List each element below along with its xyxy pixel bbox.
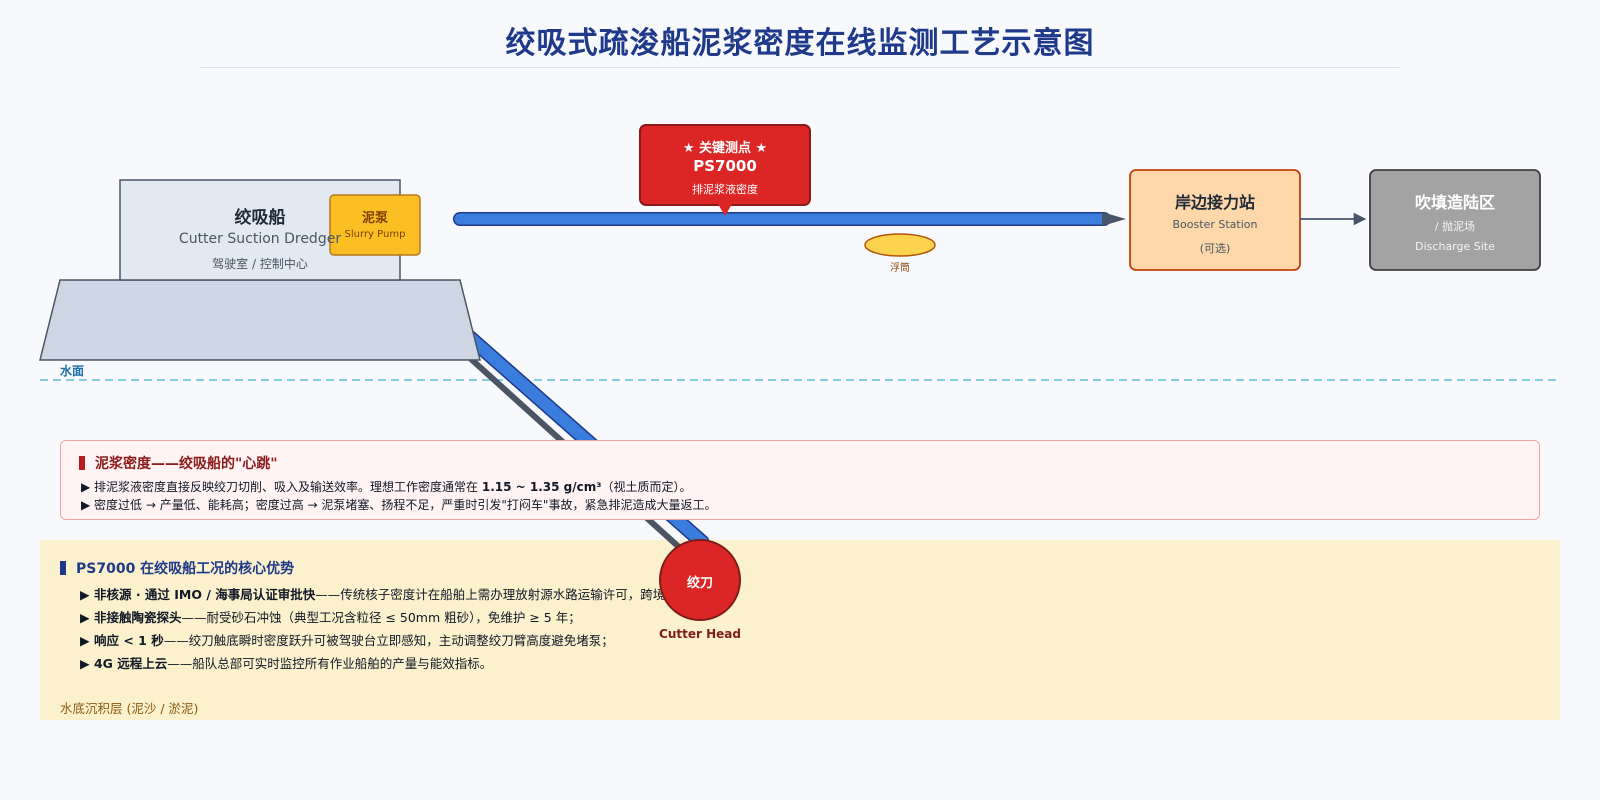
density-line-2: ▶ 密度过低 → 产量低、能耗高；密度过高 → 泥泵堵塞、扬程不足，严重时引发"… [81,498,717,512]
seabed-region: PS7000 在绞吸船工况的核心优势 ▶ 非核源 · 通过 IMO / 海事局认… [40,540,1560,720]
callout-tag: ★ 关键测点 ★ [682,141,768,156]
callout-desc: 排泥浆液密度 [692,183,758,196]
advantages-heading: PS7000 在绞吸船工况的核心优势 [60,558,294,578]
cutter-head [659,539,741,621]
advantage-item-text: ——耐受砂石冲蚀（典型工况含粒径 ≤ 50mm 粗砂），免维护 ≥ 5 年； [181,610,581,625]
slurry-pump-box [329,194,421,256]
dredger-name-cn: 绞吸船 [234,208,286,228]
callout-pointer [718,204,732,216]
discharge-site-box [1369,169,1541,271]
callout-model: PS7000 [693,157,757,175]
advantage-item: ▶ 4G 远程上云——船队总部可实时监控所有作业船舶的产量与能效指标。 [80,653,492,672]
booster-note: (可选) [1199,242,1231,255]
pump-name-en: Slurry Pump [344,229,406,240]
pipe-arrowhead [1102,212,1126,226]
dredger-hull [39,279,481,361]
seabed-label: 水底沉积层 (泥沙 / 淤泥) [60,701,199,716]
booster-name-en: Booster Station [1172,218,1258,231]
booster-name-cn: 岸边接力站 [1174,193,1255,212]
density-line-1-post: （视土质而定）。 [601,480,692,494]
density-range: 1.15 ~ 1.35 g/cm³ [481,480,602,494]
advantage-item: ▶ 非核源 · 通过 IMO / 海事局认证审批快——传统核子密度计在船舶上需办… [80,584,728,603]
discharge-name-en: Discharge Site [1415,240,1495,253]
discharge-note: / 抛泥场 [1434,220,1476,233]
density-heading-text: 泥浆密度——绞吸船的"心跳" [95,456,278,472]
booster-station-box [1129,169,1301,271]
cutter-name-en: Cutter Head [659,627,741,641]
cutter-name-cn: 绞刀 [686,576,713,591]
advantage-item-bold: ▶ 非接触陶瓷探头 [80,610,182,625]
density-panel: 泥浆密度——绞吸船的"心跳" ▶ 排泥浆液密度直接反映绞刀切削、吸入及输送效率。… [60,440,1540,520]
advantage-item-text: ——船队总部可实时监控所有作业船舶的产量与能效指标。 [167,656,493,671]
advantage-item-text: ——传统核子密度计在船舶上需办理放射源水路运输许可，跨境作业繁琐； [315,587,728,602]
advantages-heading-text: PS7000 在绞吸船工况的核心优势 [76,561,295,577]
advantage-item-bold: ▶ 非核源 · 通过 IMO / 海事局认证审批快 [80,587,316,602]
float-label: 浮筒 [890,263,910,274]
water-surface-label: 水面 [60,364,85,378]
advantage-item: ▶ 非接触陶瓷探头——耐受砂石冲蚀（典型工况含粒径 ≤ 50mm 粗砂），免维护… [80,607,581,626]
cabin-note: 驾驶室 / 控制中心 [212,257,308,271]
heading-bar [79,456,85,470]
discharge-name-cn: 吹填造陆区 [1414,193,1495,212]
density-line-1: ▶ 排泥浆液密度直接反映绞刀切削、吸入及输送效率。理想工作密度通常在 1.15 … [81,478,692,495]
density-line-1-pre: ▶ 排泥浆液密度直接反映绞刀切削、吸入及输送效率。理想工作密度通常在 [81,480,482,494]
advantage-item-text: ——绞刀触底瞬时密度跃升可被驾驶台立即感知，主动调整绞刀臂高度避免堵泵； [163,633,614,648]
heading-bar [60,561,66,575]
advantage-item-bold: ▶ 4G 远程上云 [80,656,168,671]
dredger-name-en: Cutter Suction Dredger [178,231,342,247]
pipe-float [864,233,936,257]
title-divider [200,67,1400,68]
advantage-item-bold: ▶ 响应 < 1 秒 [80,633,164,648]
page-title: 绞吸式疏浚船泥浆密度在线监测工艺示意图 [505,26,1095,61]
advantage-item: ▶ 响应 < 1 秒——绞刀触底瞬时密度跃升可被驾驶台立即感知，主动调整绞刀臂高… [80,630,614,649]
pump-name-cn: 泥泵 [361,211,388,226]
density-heading: 泥浆密度——绞吸船的"心跳" [79,453,278,473]
